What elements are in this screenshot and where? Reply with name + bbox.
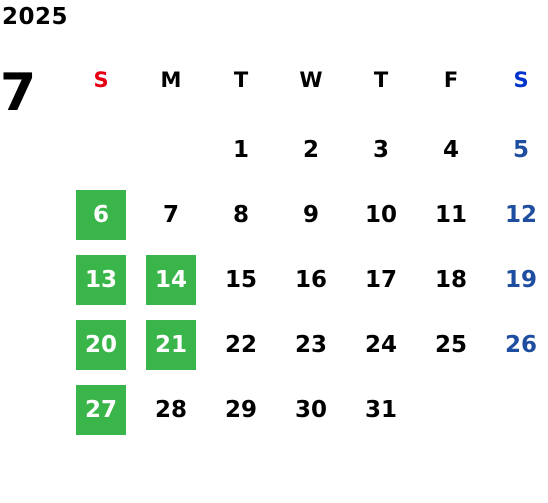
weekday-header: M bbox=[160, 67, 182, 92]
day-cell[interactable]: 15 bbox=[224, 266, 257, 293]
day-cell[interactable]: 7 bbox=[162, 201, 179, 228]
weekday-header: S bbox=[93, 67, 109, 92]
day-cell[interactable]: 23 bbox=[294, 331, 327, 358]
weekday-header: T bbox=[233, 67, 249, 92]
weekday-header: F bbox=[443, 67, 459, 92]
day-cell[interactable]: 25 bbox=[434, 331, 467, 358]
weekday-header: S bbox=[513, 67, 529, 92]
day-cell[interactable]: 5 bbox=[512, 136, 529, 163]
day-cell[interactable]: 19 bbox=[504, 266, 537, 293]
day-cell[interactable]: 17 bbox=[364, 266, 397, 293]
day-cell[interactable]: 9 bbox=[302, 201, 319, 228]
day-cell-highlighted[interactable]: 14 bbox=[146, 255, 196, 305]
day-cell[interactable]: 22 bbox=[224, 331, 257, 358]
day-cell[interactable]: 11 bbox=[434, 201, 467, 228]
day-cell[interactable]: 24 bbox=[364, 331, 397, 358]
day-cell-highlighted[interactable]: 21 bbox=[146, 320, 196, 370]
day-cell[interactable]: 4 bbox=[442, 136, 459, 163]
day-cell[interactable]: 29 bbox=[224, 396, 257, 423]
day-cell[interactable]: 12 bbox=[504, 201, 537, 228]
day-cell[interactable]: 26 bbox=[504, 331, 537, 358]
day-cell-highlighted[interactable]: 13 bbox=[76, 255, 126, 305]
day-cell-highlighted[interactable]: 27 bbox=[76, 385, 126, 435]
weekday-header: W bbox=[299, 67, 323, 92]
day-cell[interactable]: 31 bbox=[364, 396, 397, 423]
calendar-month: 7 bbox=[0, 63, 37, 123]
day-cell[interactable]: 3 bbox=[372, 136, 389, 163]
day-cell[interactable]: 8 bbox=[232, 201, 249, 228]
day-cell[interactable]: 30 bbox=[294, 396, 327, 423]
day-cell[interactable]: 18 bbox=[434, 266, 467, 293]
weekday-header: T bbox=[373, 67, 389, 92]
day-cell[interactable]: 10 bbox=[364, 201, 397, 228]
day-cell[interactable]: 28 bbox=[154, 396, 187, 423]
day-cell[interactable]: 1 bbox=[232, 136, 249, 163]
calendar-year: 2025 bbox=[2, 4, 69, 30]
day-cell[interactable]: 16 bbox=[294, 266, 327, 293]
day-cell-highlighted[interactable]: 20 bbox=[76, 320, 126, 370]
day-cell-highlighted[interactable]: 6 bbox=[76, 190, 126, 240]
day-cell[interactable]: 2 bbox=[302, 136, 319, 163]
